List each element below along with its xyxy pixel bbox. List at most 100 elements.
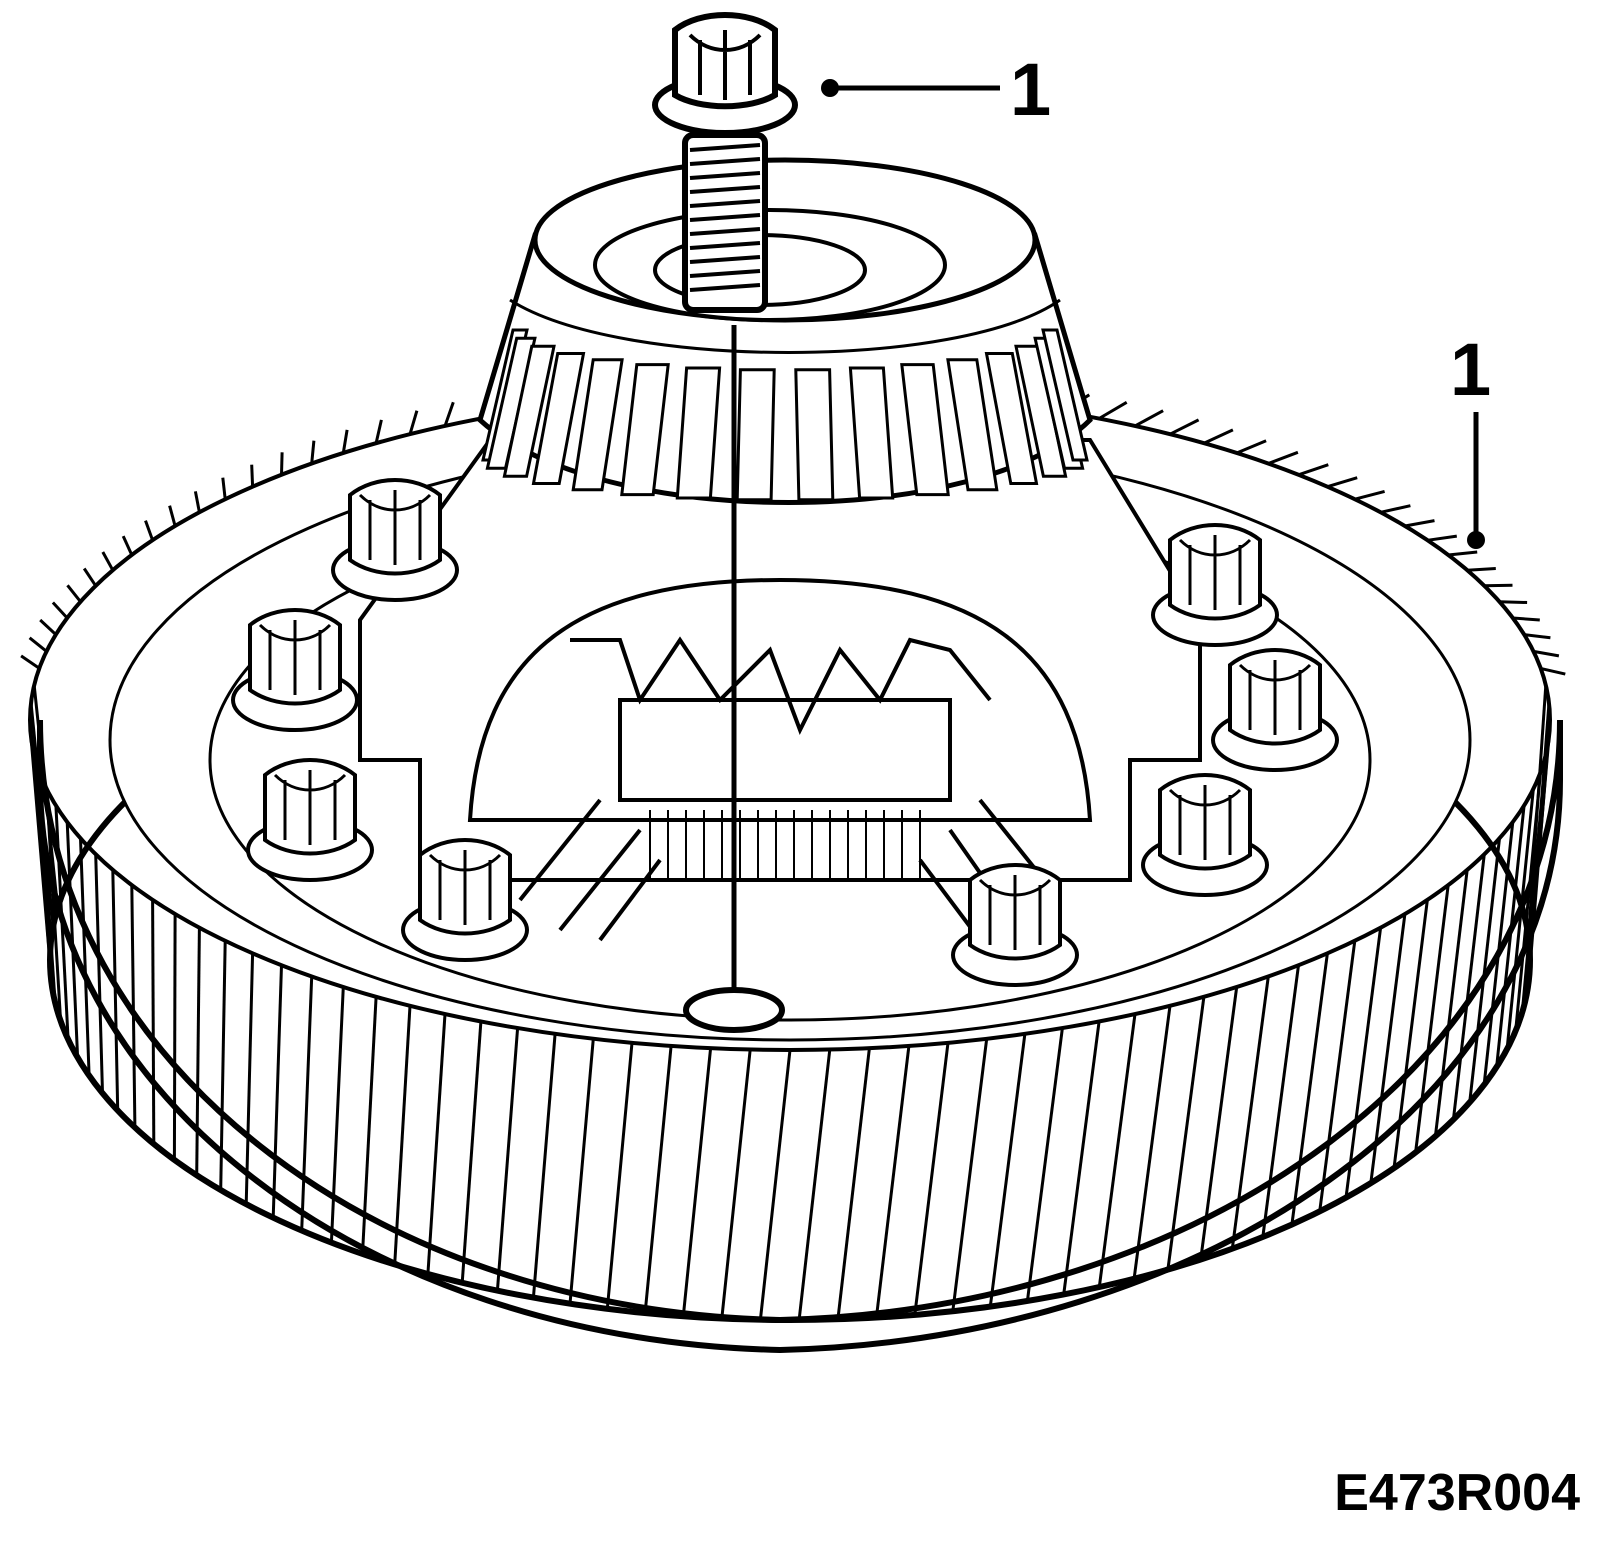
gear-tooth: [79, 838, 91, 1076]
gear-tooth: [1467, 567, 1496, 572]
bolt-head-flutes: [258, 620, 332, 695]
gear-tooth: [443, 401, 455, 427]
callout-bolt-dot: [821, 79, 839, 97]
callout-ring-gear-dot: [1467, 531, 1485, 549]
bolt-thread: [689, 213, 761, 222]
gear-tooth: [1523, 633, 1551, 640]
bearing-roller: [502, 344, 556, 478]
gear-tooth: [797, 1049, 832, 1321]
gear-tooth: [28, 636, 48, 653]
gear-tooth: [1369, 913, 1407, 1184]
ring-gear-bolt-head: [1151, 523, 1279, 647]
callout-ring-gear-label: 1: [1450, 328, 1491, 411]
bolt: [652, 12, 798, 313]
gear-tooth: [1203, 428, 1234, 445]
gear-tooth: [605, 1042, 634, 1310]
gear-tooth: [913, 1042, 950, 1315]
side-gear-block: [618, 698, 952, 802]
gear-tooth: [1236, 439, 1267, 455]
gear-tooth: [408, 410, 419, 435]
gear-tooth: [951, 1038, 989, 1312]
bolt-thread: [689, 241, 761, 250]
gear-tooth: [874, 1045, 911, 1318]
bearing-roller: [984, 352, 1039, 485]
gear-tooth: [20, 654, 41, 670]
bolt-thread: [689, 199, 761, 208]
gear-tooth: [82, 567, 97, 587]
bolt-threads: [689, 143, 761, 292]
bolt-thread: [689, 269, 761, 278]
gear-tooth: [130, 884, 137, 1128]
gear-tooth: [758, 1049, 792, 1320]
bolt-head-flutes: [273, 770, 347, 845]
gear-tooth: [329, 986, 345, 1243]
gear-tooth: [1261, 965, 1300, 1238]
gear-tooth: [1484, 583, 1513, 588]
gear-tooth: [1505, 788, 1535, 1050]
callout-bolt: 1: [821, 48, 1051, 131]
gear-tooth: [1134, 409, 1164, 428]
gear-tooth: [1528, 702, 1551, 956]
bearing-roller: [531, 352, 586, 485]
pinion-spline: [649, 810, 921, 880]
gear-tooth: [66, 584, 82, 603]
gear-tooth: [51, 601, 69, 620]
gear-tooth: [1427, 534, 1458, 542]
ring-gear-bolt-head: [1141, 773, 1269, 897]
bevel-gear-teeth: [570, 636, 992, 735]
gear-tooth: [195, 927, 201, 1176]
gear-tooth: [1495, 805, 1526, 1068]
bearing-roller: [675, 366, 722, 500]
gear-tooth: [65, 821, 80, 1058]
bolt-head-flutes: [1168, 785, 1242, 860]
figure-code: E473R004: [1334, 1464, 1580, 1522]
gear-tooth: [300, 976, 314, 1231]
gear-tooth: [1354, 489, 1385, 501]
gear-tooth: [144, 520, 155, 541]
gear-tooth: [101, 551, 115, 571]
bearing-roller: [571, 358, 624, 492]
differential-housing: [358, 438, 1202, 942]
gear-tooth: [1344, 927, 1383, 1198]
gear-tooth: [28, 719, 53, 946]
gear-tooth: [1290, 953, 1329, 1225]
gear-tooth: [1468, 838, 1501, 1103]
gear-tooth: [1404, 519, 1435, 528]
gear-tooth: [219, 940, 227, 1191]
bearing-roller: [1041, 328, 1089, 462]
gear-tooth: [250, 464, 255, 487]
gear-tooth: [1199, 986, 1239, 1260]
gear-tooth: [374, 419, 383, 444]
gear-tooth: [1318, 940, 1357, 1212]
gear-tooth: [568, 1038, 595, 1304]
ring-gear-bolt-head: [231, 608, 359, 732]
gear-tooth: [1414, 884, 1450, 1153]
gear-tooth: [39, 618, 57, 636]
gear-tooth: [720, 1049, 752, 1319]
gear-tooth: [271, 965, 283, 1218]
gear-tooth: [29, 702, 55, 927]
gear-tooth: [121, 535, 134, 556]
gear-tooth: [1267, 450, 1299, 465]
gear-tooth: [1169, 418, 1200, 436]
gear-tooth: [1512, 616, 1540, 622]
bolt-thread: [689, 143, 761, 152]
bearing-roller: [794, 368, 835, 502]
gear-tooth: [111, 869, 120, 1111]
gear-tooth: [94, 854, 104, 1094]
bolt-head-flutes: [1178, 535, 1252, 610]
ring-gear-bolt-head: [951, 863, 1079, 987]
gear-tooth: [1166, 996, 1206, 1270]
bearing-roller: [900, 363, 950, 497]
gear-tooth: [1451, 854, 1486, 1120]
gear-tooth: [681, 1048, 713, 1317]
gear-tooth: [54, 805, 70, 1040]
bolt-thread: [689, 255, 761, 264]
gear-tooth: [1298, 463, 1329, 477]
gear-tooth: [1482, 821, 1515, 1085]
bearing-roller: [1014, 344, 1068, 478]
gear-tooth: [310, 440, 316, 464]
bolt-hole: [683, 987, 785, 1033]
ring-gear-bolts: [231, 478, 1339, 987]
gear-tooth: [221, 477, 227, 500]
